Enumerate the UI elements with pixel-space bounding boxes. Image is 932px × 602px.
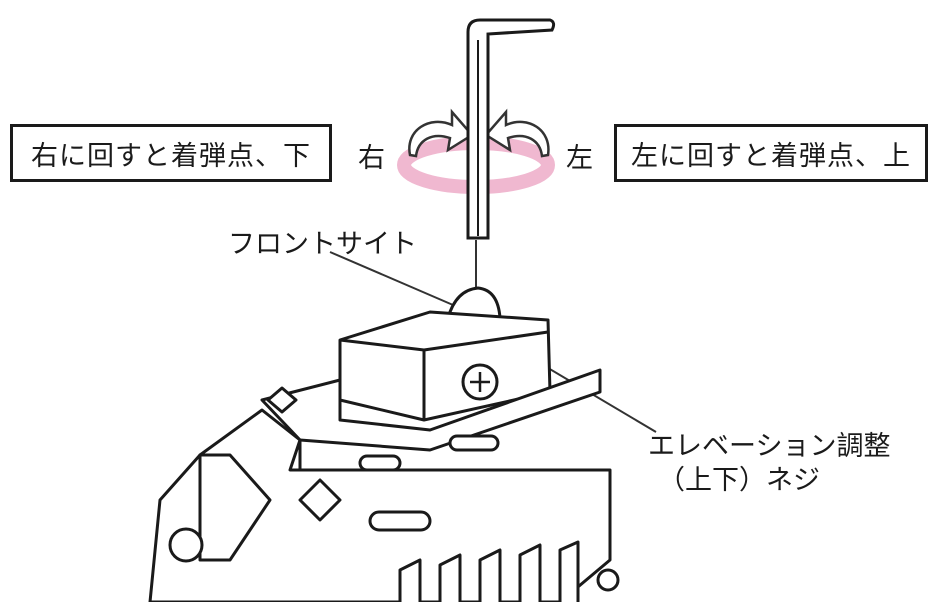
right-direction-label: 右: [358, 143, 385, 174]
front-sight-callout: フロントサイト: [228, 229, 417, 260]
rotate-left-caption: 左に回すと着弾点、上: [631, 140, 911, 172]
left-direction-label: 左: [566, 143, 593, 174]
screw-icon: [461, 363, 499, 401]
front-sight-assembly: [148, 286, 620, 602]
rotate-left-caption-box: 左に回すと着弾点、上: [614, 124, 928, 182]
elevation-screw-callout-line1: エレベーション調整: [648, 431, 891, 462]
rotate-right-caption: 右に回すと着弾点、下: [31, 140, 311, 172]
elevation-screw-callout-line2: （上下）ネジ: [658, 465, 820, 496]
rotate-right-caption-box: 右に回すと着弾点、下: [10, 124, 332, 182]
